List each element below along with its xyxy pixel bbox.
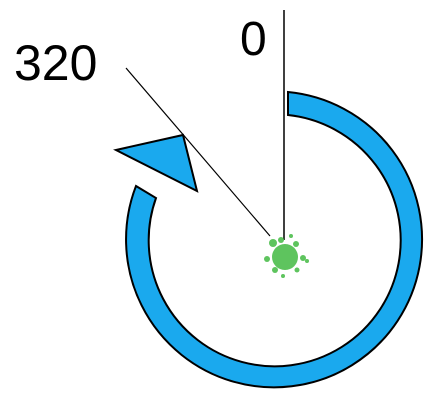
rotation-arrow-head bbox=[116, 135, 197, 191]
angle-label-320: 320 bbox=[14, 35, 97, 91]
zero-label: 0 bbox=[240, 13, 267, 66]
turtle-icon bbox=[264, 234, 309, 278]
